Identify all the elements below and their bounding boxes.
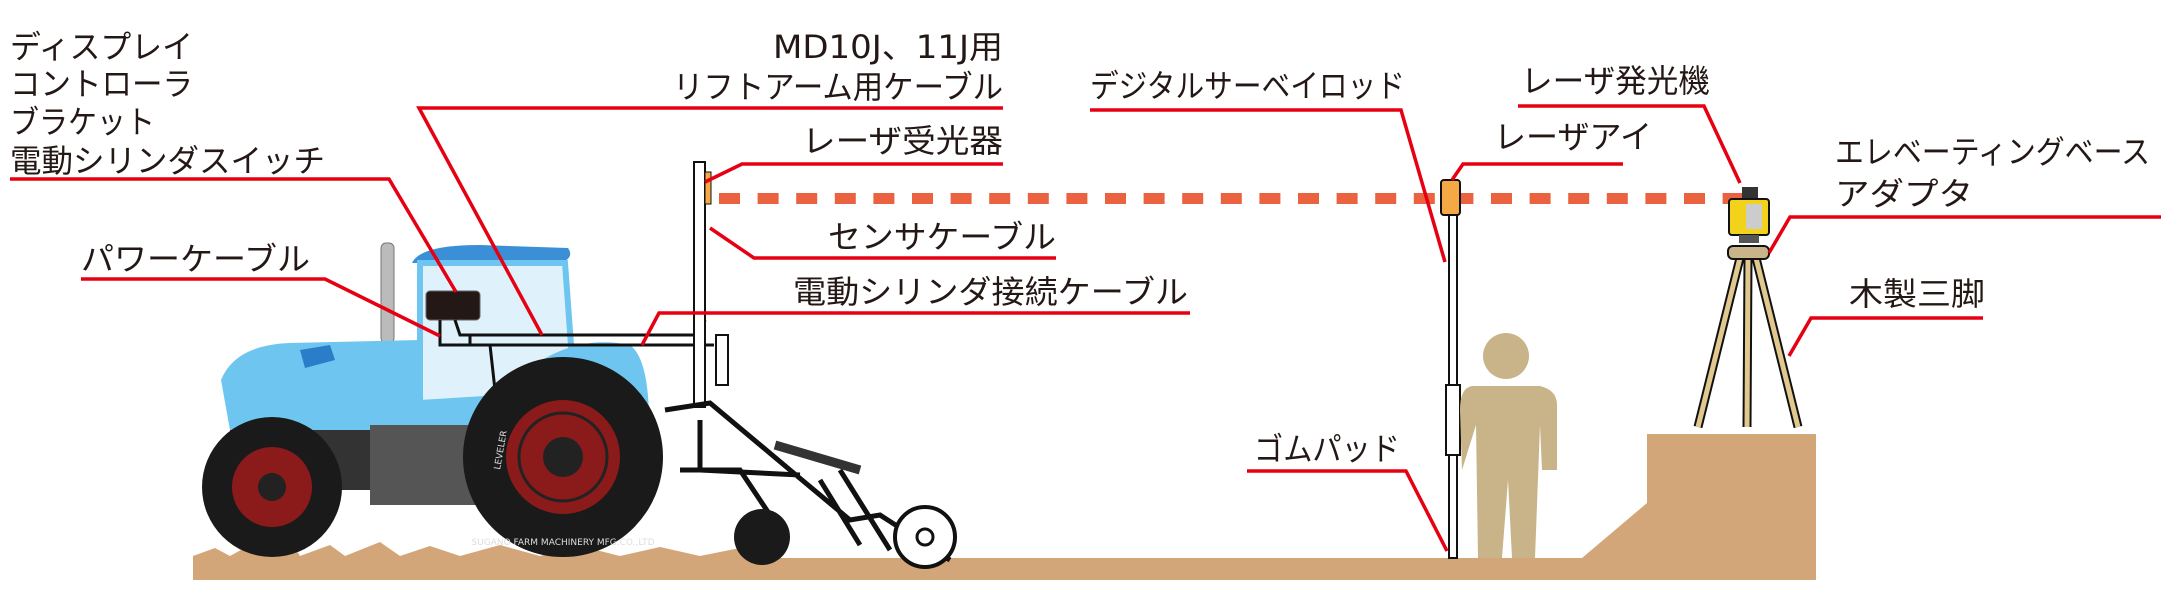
laser-beam-dash [1182,193,1204,204]
laser-beam-dash [873,193,895,204]
rubber-pad [1445,384,1461,456]
display-controller [425,290,481,321]
label-display: ディスプレイ [10,28,193,66]
tire-brand-text: SUGANO FARM MACHINERY MFG.CO.,LTD [471,538,654,548]
laser-beam-dash [989,193,1011,204]
tripod [1693,245,1803,429]
label-laser-transmitter: レーザ発光機 [1521,62,1710,100]
person-silhouette [1460,333,1557,558]
label-elevating-base: エレベーティングベース [1835,133,2150,171]
label-md10j-11j: MD10J、11J用 [773,28,1003,66]
label-adapter: アダプタ [1835,175,1973,213]
laser-beam-dash [1375,193,1397,204]
electric-cylinder [715,334,729,386]
laser-beam-dash [1105,193,1126,204]
label-lift-arm-cable: リフトアーム用ケーブル [673,68,1003,106]
laser-transmitter [1728,187,1770,243]
laser-beam-dash [719,193,740,204]
label-controller: コントローラ [10,65,193,103]
laser-beam [719,193,1744,204]
front-tire [202,417,342,557]
rear-tire: SUGANO FARM MACHINERY MFG.CO.,LTD LEVELE… [463,357,663,557]
laser-beam-dash [1336,193,1358,204]
label-laser-eye: レーザアイ [1494,118,1652,156]
laser-beam-dash [1684,193,1705,204]
label-cylinder-switch: 電動シリンダスイッチ [10,142,325,180]
laser-beam-dash [1066,193,1088,204]
laser-beam-dash [757,193,779,204]
ground [193,434,1816,580]
laser-beam-dash [1645,193,1667,204]
digital-survey-rod [1440,179,1461,559]
label-sensor-cable: センサケーブル [828,218,1056,256]
laser-beam-dash [1606,193,1628,204]
label-wooden-tripod: 木製三脚 [1849,275,1985,313]
laser-beam-dash [912,193,933,204]
disc-blade [734,509,790,565]
label-power-cable: パワーケーブル [81,240,310,278]
label-bracket: ブラケット [10,103,155,141]
label-cylinder-cable: 電動シリンダ接続ケーブル [793,273,1188,311]
laser-beam-dash [1220,193,1242,204]
elevating-base-adapter [1727,245,1770,260]
laser-beam-dash [1413,193,1435,204]
laser-beam-dash [1491,193,1512,204]
label-survey-rod: デジタルサーベイロッド [1090,67,1405,105]
leader-lines [10,104,2161,552]
laser-beam-dash [1027,193,1049,204]
label-rubber-pad: ゴムパッド [1254,430,1400,468]
laser-beam-dash [1529,193,1551,204]
laser-eye [1440,179,1461,216]
label-laser-receiver: レーザ受光器 [802,122,1003,160]
laser-beam-dash [1298,193,1319,204]
tractor-logo [300,345,335,368]
tractor: SUGANO FARM MACHINERY MFG.CO.,LTD LEVELE… [202,242,714,557]
implement [664,161,957,569]
laser-receiver [704,171,712,205]
exhaust-pipe [380,242,395,344]
receiver-mast [693,161,706,408]
laser-beam-dash [1568,193,1590,204]
cab-roof [412,245,571,263]
laser-beam-dash [950,193,972,204]
labels: ディスプレイ コントローラ ブラケット 電動シリンダスイッチ MD10J、11J… [10,28,2150,468]
laser-beam-dash [1143,193,1165,204]
laser-beam-dash [834,193,856,204]
laser-beam-dash [796,193,818,204]
transmission [370,425,480,505]
laser-beam-dash [1259,193,1281,204]
laser-beam-dash [1452,193,1474,204]
